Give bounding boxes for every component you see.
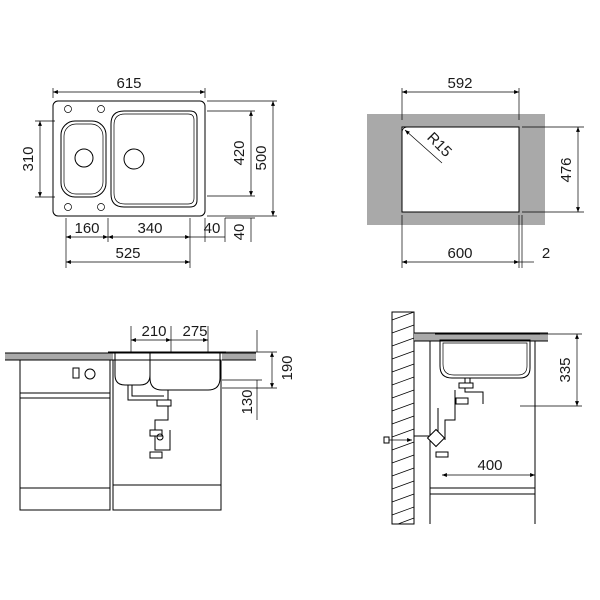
tap-hole-1 xyxy=(64,105,72,113)
front-waste-pipe xyxy=(127,385,171,451)
wall xyxy=(391,311,415,525)
cutout-corner-radius xyxy=(401,126,409,134)
dim-400: 400 xyxy=(477,457,502,474)
front-small-bowl xyxy=(114,351,151,386)
side-sink-bowl xyxy=(439,339,531,379)
dim-130: 130 xyxy=(239,389,256,414)
dim-525: 525 xyxy=(115,245,140,262)
sink-outline xyxy=(52,100,206,217)
countertop-left xyxy=(5,353,113,360)
dim-615: 615 xyxy=(116,75,141,92)
dim-275: 275 xyxy=(182,323,207,340)
side-view: 335 400 xyxy=(383,311,582,525)
large-bowl-drain xyxy=(123,148,145,170)
dim-40-horizontal: 40 xyxy=(204,220,221,237)
cutout-opening xyxy=(401,126,520,213)
dim-600: 600 xyxy=(447,245,472,262)
small-bowl-drain xyxy=(74,148,94,168)
tap-hole-2 xyxy=(97,105,105,113)
small-bowl-inner xyxy=(63,123,104,195)
sink-cabinet xyxy=(112,359,222,511)
dishwasher xyxy=(19,359,111,511)
front-large-bowl xyxy=(149,351,221,391)
countertop-section xyxy=(367,114,545,225)
tap-hole-3 xyxy=(64,203,72,211)
front-view: 210 275 190 130 xyxy=(5,323,296,511)
dishwasher-display xyxy=(72,367,80,379)
dishwasher-knob xyxy=(84,368,96,380)
wall-hatching xyxy=(391,311,415,525)
dim-310: 310 xyxy=(20,146,37,171)
dim-420: 420 xyxy=(231,140,248,165)
dim-592: 592 xyxy=(447,75,472,92)
dim-40-vertical: 40 xyxy=(231,224,248,241)
tap-hole-4 xyxy=(97,203,105,211)
dim-190: 190 xyxy=(279,355,296,380)
dim-500: 500 xyxy=(253,145,270,170)
dim-340: 340 xyxy=(137,220,162,237)
dim-335: 335 xyxy=(557,357,574,382)
dim-476: 476 xyxy=(558,157,575,182)
top-view: 615 310 420 500 160 340 40 525 40 xyxy=(20,75,277,268)
large-bowl-inner xyxy=(113,113,195,205)
dim-210: 210 xyxy=(141,323,166,340)
small-bowl xyxy=(60,120,107,198)
dim-160: 160 xyxy=(74,220,99,237)
cutout-view: R15 592 476 600 2 xyxy=(367,75,584,268)
dim-2: 2 xyxy=(542,245,550,262)
countertop-right xyxy=(222,353,256,360)
side-countertop xyxy=(414,333,548,341)
large-bowl xyxy=(110,110,198,208)
